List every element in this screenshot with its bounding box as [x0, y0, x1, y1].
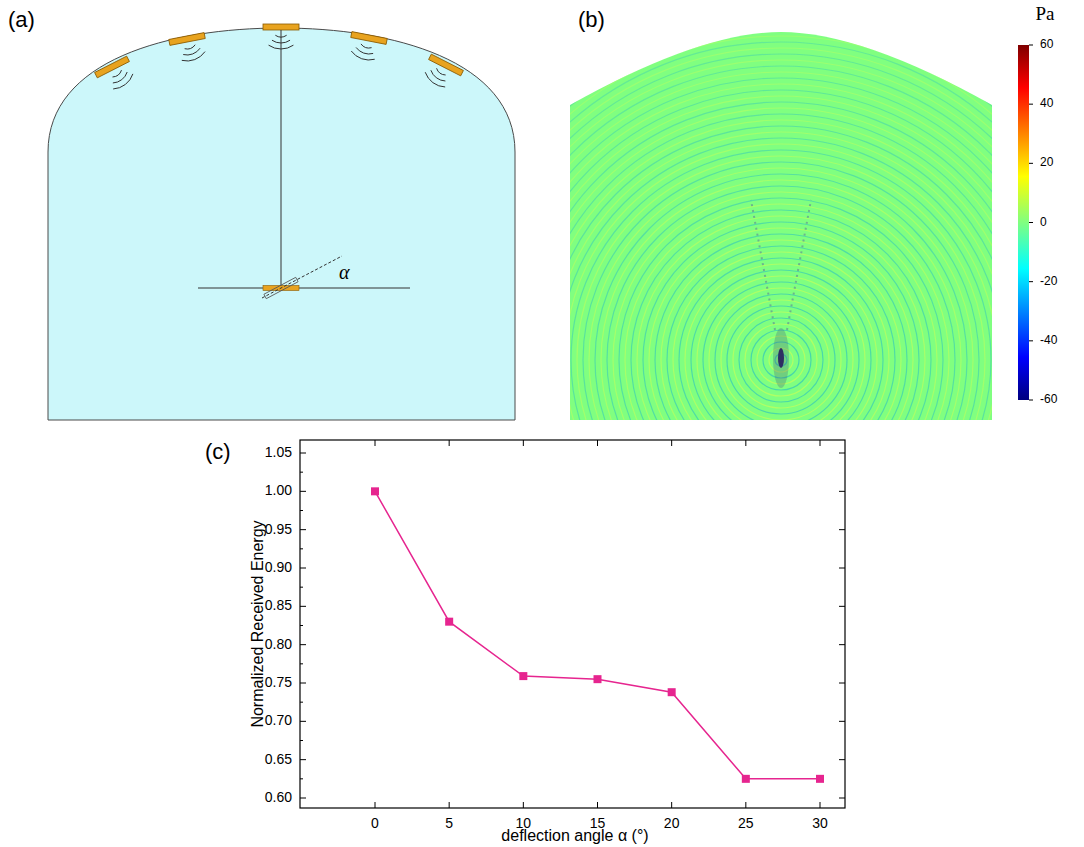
- x-tick-label: 20: [664, 816, 680, 831]
- y-tick-label: 0.80: [265, 637, 292, 652]
- y-tick-label: 0.75: [265, 675, 292, 690]
- y-tick-label: 0.70: [265, 714, 292, 729]
- colorbar-tick: -40: [1040, 334, 1057, 347]
- x-tick-label: 5: [445, 816, 453, 831]
- y-tick-label: 1.05: [265, 445, 292, 460]
- x-tick-label: 30: [812, 816, 828, 831]
- line-chart: [300, 440, 845, 808]
- transducer-array: [95, 24, 464, 78]
- y-tick-label: 0.90: [265, 560, 292, 575]
- axis-line: [281, 30, 282, 288]
- colorbar: [1018, 45, 1029, 400]
- panel-label: (b): [578, 8, 605, 32]
- x-tick-label: 0: [371, 816, 379, 831]
- data-marker: [816, 775, 824, 783]
- unit-label: Pa: [1036, 4, 1055, 25]
- data-marker: [594, 675, 602, 683]
- receiver-plane: [198, 288, 410, 289]
- colorbar-tick: 40: [1040, 98, 1053, 111]
- colorbar-tick: -20: [1040, 275, 1057, 288]
- y-tick-label: 1.00: [265, 484, 292, 499]
- angle-label: α: [339, 261, 350, 283]
- colorbar-tick: 60: [1040, 38, 1053, 51]
- data-marker: [742, 775, 750, 783]
- y-tick-label: 0.85: [265, 599, 292, 614]
- x-tick-label: 25: [738, 816, 754, 831]
- data-marker: [445, 618, 453, 626]
- y-axis-title: Normalized Received Energy: [249, 520, 267, 727]
- y-tick-label: 0.65: [265, 752, 292, 767]
- wave-fronts: [113, 35, 446, 89]
- deflection-line: [262, 256, 342, 298]
- colorbar-tick: -60: [1040, 393, 1057, 406]
- data-marker: [519, 672, 527, 680]
- y-tick-label: 0.95: [265, 522, 292, 537]
- panel-label: (c): [205, 440, 231, 464]
- data-line: [375, 491, 820, 779]
- tissue-domain: [48, 28, 515, 420]
- colorbar-tick: 0: [1040, 216, 1047, 229]
- panel-label: (a): [8, 8, 35, 32]
- colorbar-tick: 20: [1040, 157, 1053, 170]
- y-tick-label: 0.60: [265, 790, 292, 805]
- pressure-field: [265, 0, 1084, 847]
- data-marker: [371, 487, 379, 495]
- data-marker: [668, 688, 676, 696]
- colorbar-ticks: [1029, 45, 1033, 400]
- x-axis-title: deflection angle α (°): [501, 827, 648, 845]
